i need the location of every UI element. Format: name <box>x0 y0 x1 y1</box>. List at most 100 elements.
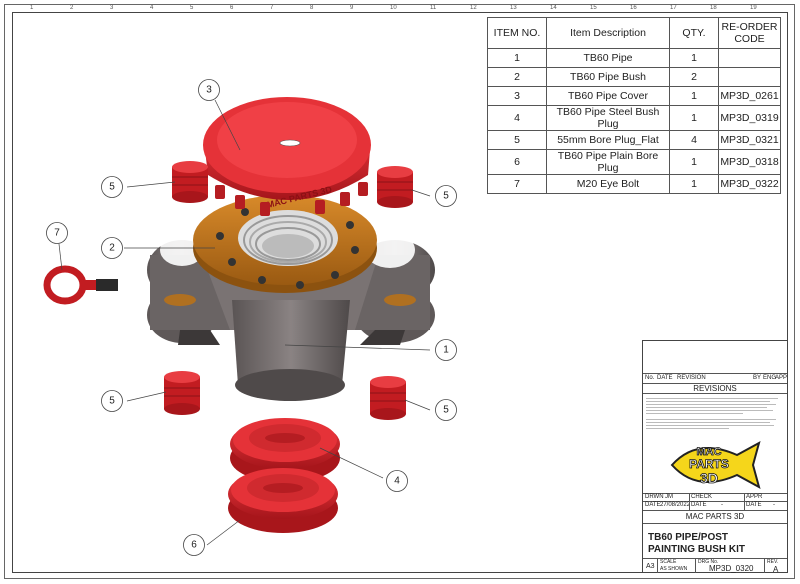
rev-header-no: No. <box>645 375 655 381</box>
bom-code: MP3D_0319 <box>718 105 781 131</box>
bom-qty: 1 <box>669 174 719 194</box>
eye-bolt-part <box>43 265 118 305</box>
svg-text:5: 5 <box>443 405 449 416</box>
leader-line <box>126 181 176 188</box>
item-balloon: 5 <box>101 176 123 198</box>
svg-text:5: 5 <box>443 191 449 202</box>
bom-qty: 2 <box>669 67 719 87</box>
svg-text:5: 5 <box>109 182 115 193</box>
zone-marker: 15 <box>590 5 597 11</box>
zone-marker: 10 <box>390 5 397 11</box>
svg-text:1: 1 <box>443 345 449 356</box>
rev-header-app: APP <box>775 375 788 381</box>
svg-text:PARTS: PARTS <box>689 457 729 471</box>
zone-marker: 9 <box>350 5 354 11</box>
zone-marker: 12 <box>470 5 477 11</box>
leader-line <box>126 391 167 402</box>
item-balloon: 2 <box>101 237 123 259</box>
zone-marker: 11 <box>430 5 437 11</box>
check-date-value: - <box>721 502 723 508</box>
item-balloon: 5 <box>435 185 457 207</box>
zone-marker: 14 <box>550 5 557 11</box>
zone-marker: 3 <box>110 5 114 11</box>
date-value: 27/08/2022 <box>660 502 691 508</box>
zone-marker: 16 <box>630 5 637 11</box>
svg-text:2: 2 <box>109 243 115 254</box>
svg-text:3: 3 <box>206 85 212 96</box>
leader-line <box>206 519 241 546</box>
bom-qty: 1 <box>669 86 719 106</box>
zone-marker: 5 <box>190 5 194 11</box>
appr-date-label: DATE <box>746 502 762 508</box>
bore-plug-part <box>172 161 208 203</box>
leader-line <box>284 344 431 351</box>
item-balloon: 1 <box>435 339 457 361</box>
rev-header-revision: REVISION <box>677 375 706 381</box>
zone-marker: 18 <box>710 5 717 11</box>
scale-value: AS SHOWN <box>660 566 688 572</box>
appr-label: APPR <box>746 494 763 500</box>
drg-no-value: MP3D_0320 <box>709 564 754 573</box>
title-block: No. DATE REVISION BY ENG APP REVISIONS M… <box>642 340 788 574</box>
zone-marker: 13 <box>510 5 517 11</box>
bom-header-item: ITEM NO. <box>487 17 547 49</box>
date-label: DATE <box>645 502 661 508</box>
bom-header-qty: QTY. <box>669 17 719 49</box>
zone-marker: 8 <box>310 5 314 11</box>
item-balloon: 7 <box>46 222 68 244</box>
zone-marker: 4 <box>150 5 154 11</box>
item-balloon: 3 <box>198 79 220 101</box>
steel-bush-plug-part <box>230 418 340 483</box>
zone-marker: 1 <box>30 5 34 11</box>
rev-label: REV. <box>767 559 779 565</box>
bom-desc: M20 Eye Bolt <box>546 174 670 194</box>
zone-marker: 7 <box>270 5 274 11</box>
bore-plug-part <box>164 371 200 415</box>
svg-text:4: 4 <box>394 476 400 487</box>
scale-label: SCALE <box>660 559 677 565</box>
leader-line <box>58 243 63 271</box>
bom-qty: 4 <box>669 130 719 150</box>
zone-marker: 6 <box>230 5 234 11</box>
svg-text:7: 7 <box>54 228 60 239</box>
pipe-cover-part: MAC PARTS 3D <box>203 97 371 216</box>
check-date-label: DATE <box>691 502 707 508</box>
sheet-inner-border <box>12 12 788 573</box>
svg-text:5: 5 <box>109 396 115 407</box>
bore-plug-part <box>377 166 413 208</box>
company-name: MAC PARTS 3D <box>685 512 745 521</box>
bom-item: 6 <box>487 149 547 175</box>
svg-text:6: 6 <box>191 540 197 551</box>
sheet-outer-border <box>4 4 795 579</box>
bom-header-row: ITEM NO. Item Description QTY. RE-ORDER … <box>487 17 781 49</box>
zone-marker: 19 <box>750 5 757 11</box>
svg-text:3D: 3D <box>700 470 718 486</box>
check-label: CHECK <box>691 494 713 500</box>
zone-marker: 17 <box>670 5 677 11</box>
revisions-label: REVISIONS <box>693 384 737 393</box>
leader-line <box>214 99 241 151</box>
bom-qty: 1 <box>669 105 719 131</box>
item-balloon: 5 <box>435 399 457 421</box>
plain-bore-plug-part <box>228 468 338 533</box>
leader-line <box>411 189 431 197</box>
rev-header-by: BY <box>753 375 762 381</box>
bom-header-code: RE-ORDER CODE <box>718 17 781 49</box>
appr-date-value: - <box>773 502 775 508</box>
leader-line <box>404 399 431 411</box>
bom-qty: 1 <box>669 48 719 68</box>
bom-desc: TB60 Pipe Plain Bore Plug <box>546 149 670 175</box>
mac-parts-3d-logo: MAC PARTS 3D <box>670 440 761 490</box>
item-balloon: 6 <box>183 534 205 556</box>
item-balloon: 4 <box>386 470 408 492</box>
rev-value: A <box>773 565 779 574</box>
bill-of-materials-table: ITEM NO. Item Description QTY. RE-ORDER … <box>487 17 781 194</box>
svg-text:MAC: MAC <box>696 446 721 458</box>
rev-header-eng: ENG <box>763 375 777 381</box>
bom-qty: 1 <box>669 149 719 175</box>
bom-code: MP3D_0321 <box>718 130 781 150</box>
rev-header-date: DATE <box>657 375 673 381</box>
